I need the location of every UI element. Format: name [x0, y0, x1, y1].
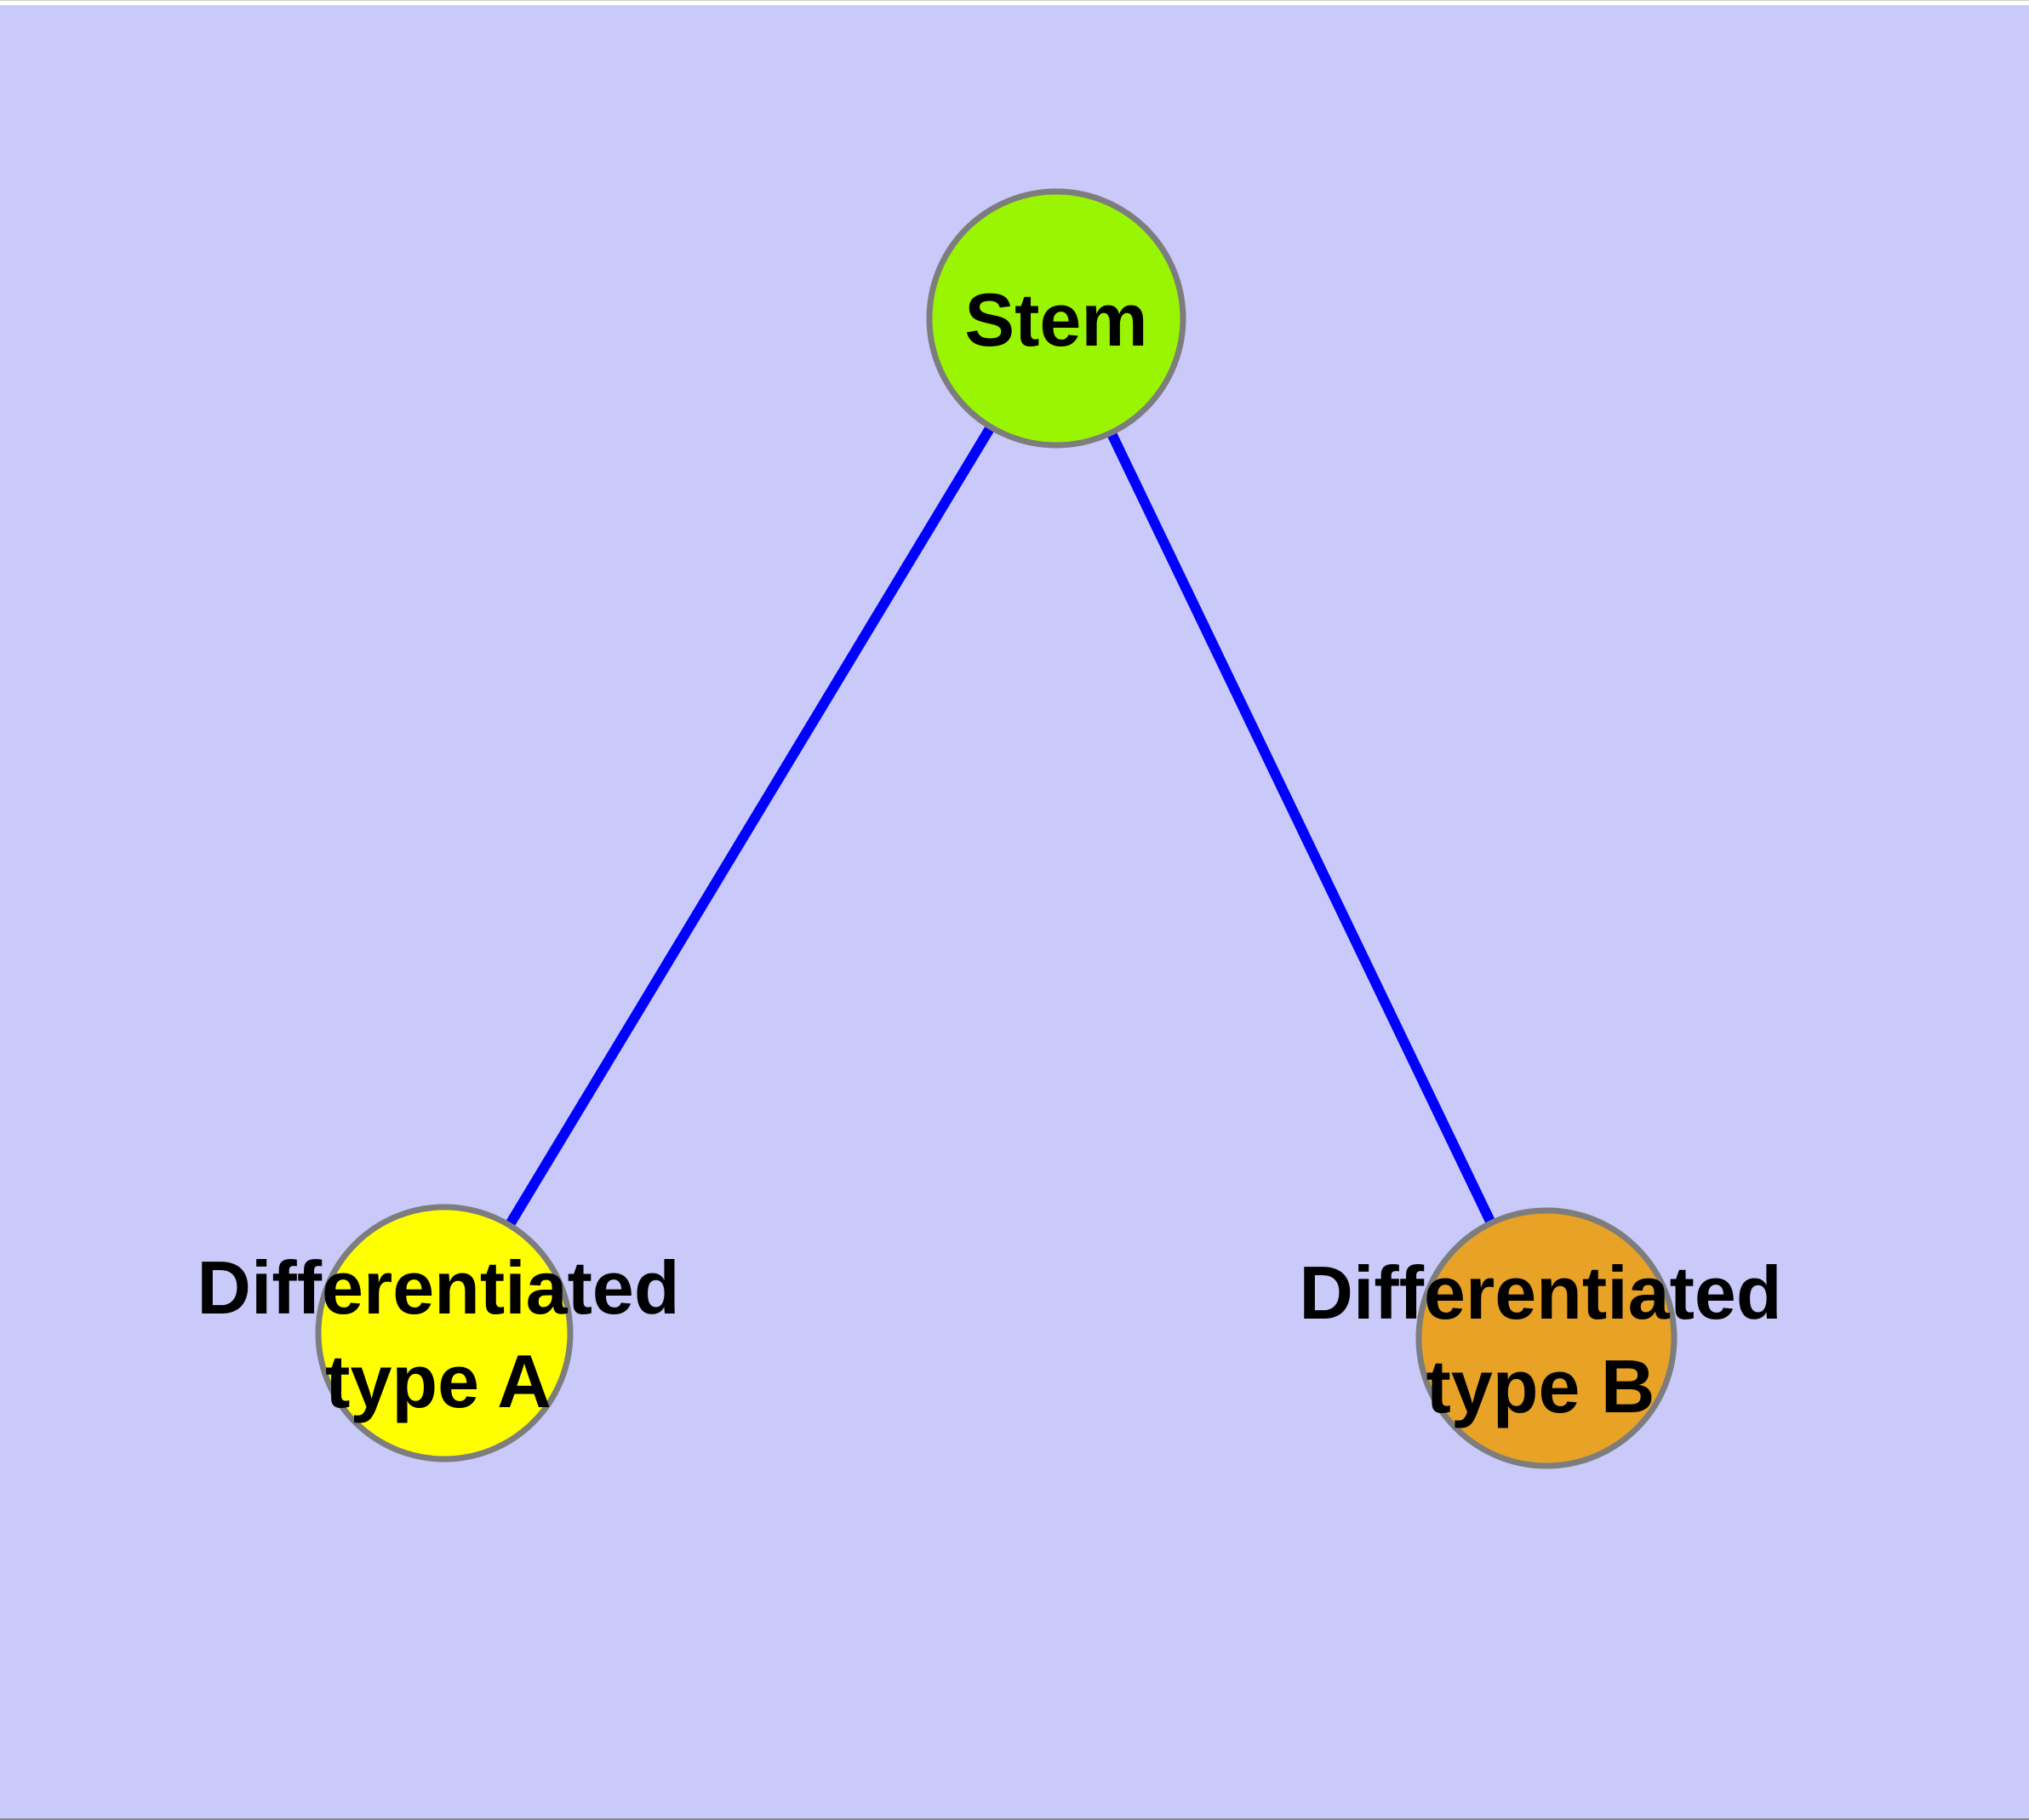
node-label-type-b-line1: Differentiated	[1299, 1251, 1782, 1335]
edge-stem-to-type-a	[439, 315, 1061, 1336]
node-stem	[926, 188, 1186, 449]
node-label-stem-text: Stem	[964, 278, 1148, 362]
node-label-type-b-line2: type B	[1426, 1344, 1655, 1428]
node-differentiated-type-b	[1415, 1207, 1677, 1469]
node-label-type-a-line2: type A	[325, 1339, 552, 1423]
node-differentiated-type-a	[315, 1204, 574, 1462]
node-label-stem: Stem	[964, 273, 1147, 367]
node-label-type-a-line1: Differentiated	[197, 1245, 680, 1330]
node-label-differentiated-type-a: Differentiated type A	[197, 1241, 679, 1428]
node-label-differentiated-type-b: Differentiated type B	[1299, 1246, 1781, 1434]
top-margin-strip	[0, 0, 2029, 5]
bottom-border-line	[0, 1818, 2029, 1820]
edge-stem-to-type-b	[1051, 316, 1552, 1341]
